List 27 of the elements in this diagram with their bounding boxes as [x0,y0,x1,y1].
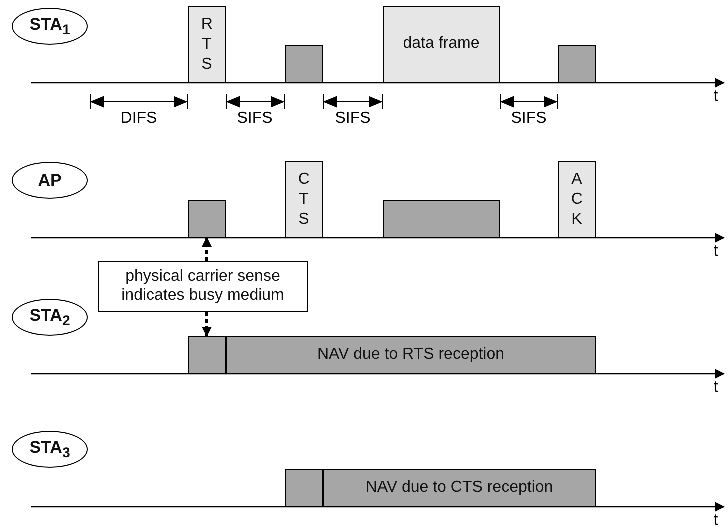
station-label: STA$_{3}$ [12,431,88,468]
busy-bar [188,336,226,374]
nav-bar: NAV due to RTS reception [226,336,596,374]
busy-bar [188,200,226,238]
interval-label: SIFS [335,110,371,128]
busy-bar [285,45,323,83]
busy-bar [558,45,596,83]
station-label: STA$_{2}$ [12,299,88,336]
busy-bar [383,200,500,238]
interval-label: SIFS [511,110,547,128]
frame-box: data frame [383,6,500,83]
station-label: AP [12,162,88,199]
axis-label: t [714,379,718,397]
axis-label: t [714,512,718,530]
frame-box: CTS [285,161,323,238]
station-label: STA$_{1}$ [12,8,88,45]
dashed-arrow [202,237,212,261]
dashed-arrow [202,312,212,337]
frame-box: ACK [558,161,596,238]
callout-box: physical carrier sense indicates busy medium [98,261,308,312]
interval-label: DIFS [120,110,158,128]
axis-label: t [714,88,718,106]
interval-label: SIFS [237,110,273,128]
nav-bar: NAV due to CTS reception [323,469,596,507]
frame-box: RTS [188,6,226,83]
axis-label: t [714,243,718,261]
busy-bar [285,469,323,507]
